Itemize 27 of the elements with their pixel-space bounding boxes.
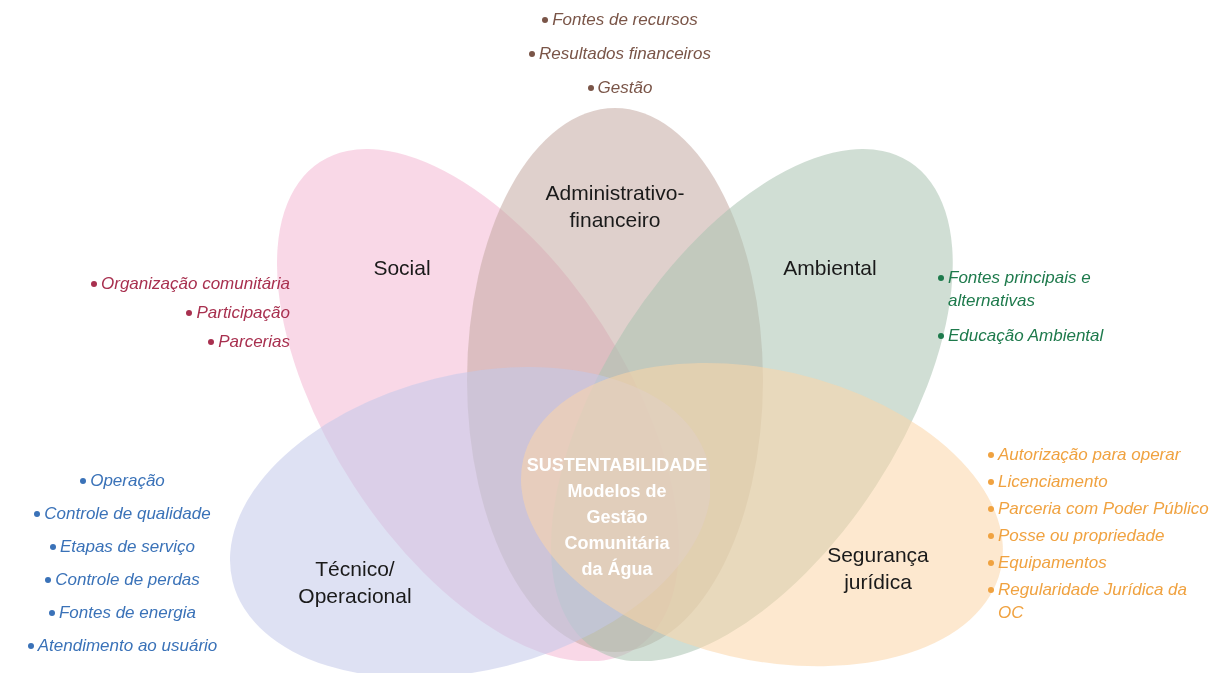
list-item: Resultados financeiros: [539, 43, 711, 65]
center-label: Modelos de Gestão Comunitária da Água: [563, 480, 671, 581]
list-item: Educação Ambiental: [948, 325, 1104, 347]
list-item: Organização comunitária: [101, 273, 290, 295]
list-item: Gestão: [597, 77, 653, 99]
list-item: Participação: [196, 302, 290, 324]
list-item: Posse ou propriedade: [998, 525, 1165, 547]
list-item: Fontes principais e alternativas: [948, 267, 1092, 312]
list-item: Atendimento ao usuário: [37, 635, 218, 657]
set-label: Técnico/ Operacional: [297, 556, 413, 609]
set-label: Social: [372, 255, 432, 281]
list-item: Equipamentos: [998, 552, 1107, 574]
list-item: Parcerias: [218, 331, 290, 353]
set-label: Segurança jurídica: [826, 542, 930, 595]
list-item: Fontes de energia: [58, 602, 196, 624]
center-label: SUSTENTABILIDADE: [526, 454, 708, 477]
list-item: Fontes de recursos: [552, 9, 698, 31]
set-label: Administrativo-financeiro: [544, 180, 686, 233]
list-item: Autorização para operar: [998, 444, 1181, 466]
list-item: Etapas de serviço: [59, 536, 196, 558]
list-item: Parceria com Poder Público: [998, 498, 1209, 520]
list-item: Operação: [90, 470, 165, 492]
list-item: Licenciamento: [998, 471, 1108, 493]
list-item: Regularidade Jurídica da OC: [998, 579, 1188, 624]
list-item: Controle de qualidade: [44, 503, 211, 525]
set-label: Ambiental: [782, 255, 878, 281]
list-item: Controle de perdas: [55, 569, 200, 591]
